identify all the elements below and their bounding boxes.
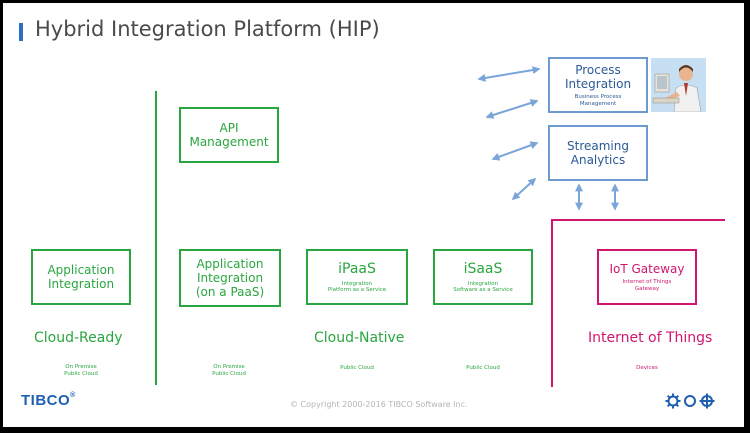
arrow-streaming-1 bbox=[491, 141, 539, 161]
box-subtitle-line: Internet of Things bbox=[622, 279, 672, 285]
box-subtitle-line: Platform as a Service bbox=[327, 287, 387, 293]
isaas-box: iSaaS Integration Software as a Service bbox=[433, 249, 533, 305]
deploy-label-line: Public Cloud bbox=[466, 365, 500, 371]
application-integration-paas-box: Application Integration (on a PaaS) bbox=[179, 249, 281, 307]
box-title-line: Management bbox=[189, 135, 269, 149]
iot-divider-horizontal bbox=[551, 219, 725, 221]
box-title-line: Application bbox=[196, 257, 264, 271]
category-cloud-native: Cloud-Native bbox=[314, 330, 405, 346]
box-title-line: Analytics bbox=[570, 153, 626, 167]
deploy-label-iot: Devices bbox=[617, 365, 677, 372]
footer-icons bbox=[665, 393, 717, 409]
slide: Hybrid Integration Platform (HIP) Applic… bbox=[3, 3, 744, 427]
box-title-line: Application bbox=[47, 263, 115, 277]
box-subtitle: Integration Platform as a Service bbox=[328, 281, 386, 294]
deploy-label-line: Public Cloud bbox=[64, 370, 98, 377]
slide-title: Hybrid Integration Platform (HIP) bbox=[35, 17, 380, 41]
application-integration-box: Application Integration bbox=[31, 249, 131, 305]
category-internet-of-things: Internet of Things bbox=[588, 330, 713, 346]
category-cloud-ready: Cloud-Ready bbox=[34, 330, 123, 346]
box-subtitle-line: Gateway bbox=[634, 285, 660, 292]
title-accent-bar bbox=[19, 23, 23, 41]
box-title-line: (on a PaaS) bbox=[195, 285, 265, 299]
person-at-computer-icon bbox=[651, 58, 706, 113]
box-title-line: Integration bbox=[196, 271, 264, 285]
box-subtitle-line: Integration bbox=[341, 280, 373, 287]
box-subtitle-line: Software as a Service bbox=[453, 287, 513, 293]
arrow-streaming-2 bbox=[511, 177, 537, 201]
box-subtitle-line: Management bbox=[579, 100, 617, 107]
box-subtitle-line: Business Process bbox=[574, 94, 622, 100]
process-integration-box: Process Integration Business Process Man… bbox=[548, 57, 648, 113]
box-subtitle: Integration Software as a Service bbox=[453, 281, 512, 294]
iot-gateway-box: IoT Gateway Internet of Things Gateway bbox=[597, 249, 697, 305]
deploy-label-line: Public Cloud bbox=[212, 370, 246, 377]
streaming-analytics-box: Streaming Analytics bbox=[548, 125, 648, 181]
box-title: IoT Gateway bbox=[609, 262, 685, 276]
deploy-label-line: On Premise bbox=[65, 364, 97, 370]
deploy-label-paas: On Premise Public Cloud bbox=[199, 364, 259, 377]
deploy-label-cloud-ready: On Premise Public Cloud bbox=[51, 364, 111, 377]
box-title: iSaaS bbox=[463, 260, 503, 277]
deploy-label-line: Public Cloud bbox=[340, 365, 374, 371]
tibco-logo: TIBCO® bbox=[21, 392, 76, 409]
box-subtitle-line: Integration bbox=[467, 280, 499, 287]
copyright-text: © Copyright 2000-2016 TIBCO Software Inc… bbox=[290, 400, 468, 409]
deploy-label-ipaas: Public Cloud bbox=[327, 365, 387, 372]
deploy-label-line: On Premise bbox=[213, 364, 245, 370]
registered-mark: ® bbox=[70, 392, 76, 399]
deploy-label-isaas: Public Cloud bbox=[453, 365, 513, 372]
box-title: iPaaS bbox=[338, 260, 376, 277]
box-subtitle: Business Process Management bbox=[575, 94, 622, 107]
box-title-line: API bbox=[219, 121, 239, 135]
connector-arrows bbox=[477, 66, 619, 211]
box-title-line: Integration bbox=[564, 77, 632, 91]
box-title-line: Streaming bbox=[567, 139, 629, 153]
deploy-label-line: Devices bbox=[636, 365, 658, 371]
circle-icon bbox=[684, 395, 696, 407]
logo-text: TIBCO bbox=[21, 392, 71, 409]
ipaas-box: iPaaS Integration Platform as a Service bbox=[306, 249, 408, 305]
box-title-line: Integration bbox=[47, 277, 115, 291]
api-management-box: API Management bbox=[179, 107, 279, 163]
arrow-process-2 bbox=[485, 99, 539, 119]
box-title-line: Process bbox=[575, 63, 621, 77]
cloud-ready-divider bbox=[155, 91, 157, 385]
gear-icon bbox=[665, 393, 681, 409]
crosshair-icon bbox=[699, 393, 715, 409]
arrow-process-1 bbox=[477, 66, 541, 82]
box-subtitle: Internet of Things Gateway bbox=[623, 279, 672, 292]
iot-divider-vertical bbox=[551, 219, 553, 387]
